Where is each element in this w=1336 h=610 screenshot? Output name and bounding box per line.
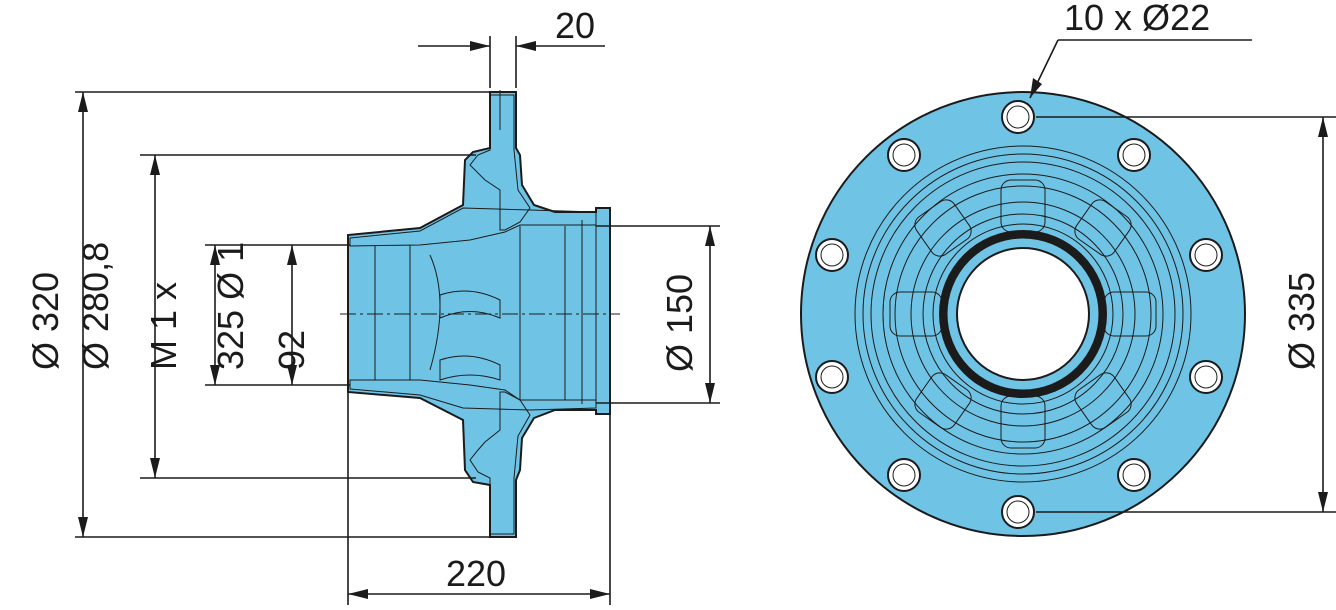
bolt-hole [1189, 360, 1223, 394]
hatched-sleeve-lower [349, 379, 597, 411]
bore-diameter-label: 325 Ø 1 [210, 242, 251, 370]
bolt-circle-label: Ø 335 [1281, 272, 1322, 370]
pitch-diameter-label: Ø 280,8 [75, 242, 116, 370]
side-dimensions: 20 Ø 320 Ø 280,8 M 1 x 325 Ø 1 92 [25, 5, 720, 605]
seat-diameter-label: Ø 150 [659, 274, 700, 372]
inner-bore-label: 92 [271, 330, 312, 370]
bolt-hole [815, 360, 849, 394]
bolt-holes [815, 100, 1223, 529]
bolt-hole [1117, 458, 1151, 492]
thread-label: M 1 x [143, 282, 184, 370]
bolt-hole [887, 138, 921, 172]
flange-thickness-label: 20 [555, 5, 595, 46]
center-bore [956, 247, 1090, 381]
hatched-flange-upper [469, 94, 531, 231]
bolt-hole [815, 238, 849, 272]
bolt-hole [1001, 100, 1035, 134]
bolt-holes-label: 10 x Ø22 [1064, 0, 1210, 38]
hub-length-label: 220 [446, 553, 506, 594]
outer-diameter-label: Ø 320 [25, 272, 66, 370]
front-dimensions: 10 x Ø22 Ø 335 [1029, 0, 1336, 513]
bolt-hole [1117, 138, 1151, 172]
bolt-hole [1189, 238, 1223, 272]
hatched-sleeve-upper [349, 207, 597, 247]
front-view [800, 91, 1246, 537]
hatched-flange-lower [469, 391, 531, 535]
bolt-hole [887, 458, 921, 492]
bolt-hole [1001, 495, 1035, 529]
side-section-view [340, 90, 620, 538]
